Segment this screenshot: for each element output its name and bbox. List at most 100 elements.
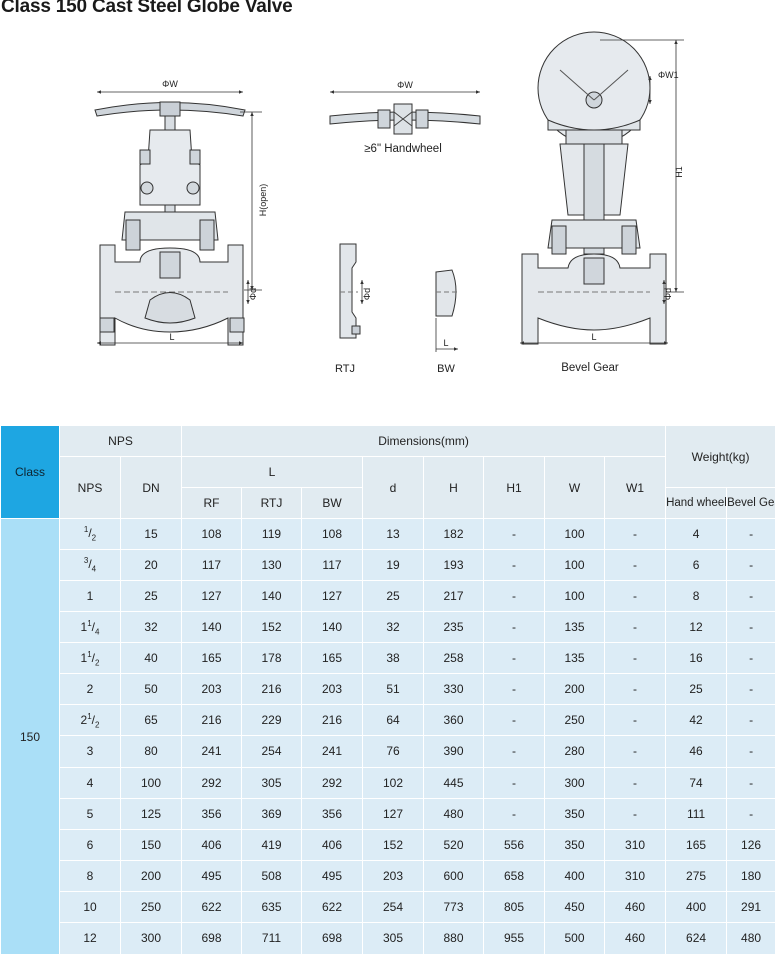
bw-drawing xyxy=(435,269,460,317)
header-rtj: RTJ xyxy=(241,487,302,519)
cell-h1: 805 xyxy=(483,890,545,923)
cell-dn: 25 xyxy=(120,580,182,613)
cell-dn: 65 xyxy=(120,704,182,737)
cell-bw: 406 xyxy=(301,828,363,861)
bevel-d-label: Φd xyxy=(663,288,673,300)
cell-bw: 127 xyxy=(301,580,363,613)
cell-rf: 241 xyxy=(181,735,242,768)
header-nps: NPS xyxy=(59,456,121,519)
cell-w: 400 xyxy=(544,859,605,892)
cell-w: 135 xyxy=(544,642,605,675)
cell-nps: 11/2 xyxy=(59,642,121,675)
cell-d: 254 xyxy=(362,890,424,923)
cell-hw: 275 xyxy=(665,859,728,892)
cell-bw: 356 xyxy=(301,797,363,830)
nps-denominator: 4 xyxy=(91,564,97,574)
handwheel-drawing xyxy=(329,103,481,135)
nps-whole: 8 xyxy=(86,868,94,883)
cell-w1: - xyxy=(603,549,667,582)
cell-bw: 108 xyxy=(301,517,363,551)
cell-w1: 310 xyxy=(603,828,667,861)
cell-hw: 6 xyxy=(665,549,728,582)
cell-w1: - xyxy=(603,704,667,737)
cell-rtj: 508 xyxy=(241,859,302,892)
cell-nps: 8 xyxy=(59,859,121,892)
cell-w: 450 xyxy=(544,890,605,923)
cell-hw: 42 xyxy=(665,704,728,737)
cell-dn: 50 xyxy=(120,673,182,706)
cell-bw: 117 xyxy=(301,549,363,582)
cell-nps: 2 xyxy=(59,673,121,706)
cell-bg: 180 xyxy=(726,859,775,892)
cell-rtj: 711 xyxy=(241,921,302,955)
cell-w1: 460 xyxy=(603,890,667,923)
nps-whole: 2 xyxy=(80,712,88,727)
nps-denominator: 2 xyxy=(95,657,100,667)
cell-bg: 480 xyxy=(726,921,775,955)
cell-bw: 165 xyxy=(301,642,363,675)
cell-rtj: 635 xyxy=(241,890,302,923)
cell-rf: 165 xyxy=(181,642,242,675)
cell-bg: - xyxy=(726,642,775,675)
cell-rtj: 178 xyxy=(241,642,302,675)
cell-w: 250 xyxy=(544,704,605,737)
cell-dn: 150 xyxy=(120,828,182,861)
cell-h1: - xyxy=(483,549,545,582)
cell-bw: 698 xyxy=(301,921,363,955)
cell-d: 102 xyxy=(362,766,424,799)
cell-h1: - xyxy=(483,673,545,706)
cell-bw: 622 xyxy=(301,890,363,923)
cell-h1: - xyxy=(483,704,545,737)
nps-whole: 12 xyxy=(83,931,97,946)
nps-fraction-slash: / xyxy=(88,557,92,572)
cell-dn: 200 xyxy=(120,859,182,892)
nps-denominator: 4 xyxy=(95,626,100,636)
cell-hw: 400 xyxy=(665,890,728,923)
cell-w1: 310 xyxy=(603,859,667,892)
cell-w: 300 xyxy=(544,766,605,799)
cell-w: 280 xyxy=(544,735,605,768)
cell-w1: 460 xyxy=(603,921,667,955)
cell-h: 773 xyxy=(423,890,484,923)
cell-hw: 8 xyxy=(665,580,728,613)
cell-bg: - xyxy=(726,611,775,644)
cell-h1: - xyxy=(483,642,545,675)
cell-bg: - xyxy=(726,704,775,737)
cell-h: 880 xyxy=(423,921,484,955)
cell-w: 135 xyxy=(544,611,605,644)
cell-nps: 6 xyxy=(59,828,121,861)
nps-fraction-slash: / xyxy=(91,712,96,727)
cell-nps: 3 xyxy=(59,735,121,768)
rtj-drawing xyxy=(339,243,361,339)
cell-h: 193 xyxy=(423,549,484,582)
header-d: d xyxy=(362,456,424,519)
nps-whole: 3 xyxy=(86,744,94,759)
cell-h: 445 xyxy=(423,766,484,799)
cell-d: 19 xyxy=(362,549,424,582)
header-bw: BW xyxy=(301,487,363,519)
cell-d: 152 xyxy=(362,828,424,861)
cell-h1: 658 xyxy=(483,859,545,892)
nps-numerator: 1 xyxy=(87,711,92,721)
cell-bg: - xyxy=(726,517,775,551)
cell-d: 76 xyxy=(362,735,424,768)
cell-dn: 80 xyxy=(120,735,182,768)
header-dn: DN xyxy=(120,456,182,519)
cell-d: 32 xyxy=(362,611,424,644)
cell-dn: 125 xyxy=(120,797,182,830)
cell-d: 305 xyxy=(362,921,424,955)
cell-d: 203 xyxy=(362,859,424,892)
cell-bw: 495 xyxy=(301,859,363,892)
cell-bg: 291 xyxy=(726,890,775,923)
handwheel-caption: ≥6" Handwheel xyxy=(364,143,442,155)
cell-rf: 698 xyxy=(181,921,242,955)
cell-nps: 3/4 xyxy=(59,549,121,582)
cell-rtj: 229 xyxy=(241,704,302,737)
cell-d: 127 xyxy=(362,797,424,830)
cell-h: 390 xyxy=(423,735,484,768)
